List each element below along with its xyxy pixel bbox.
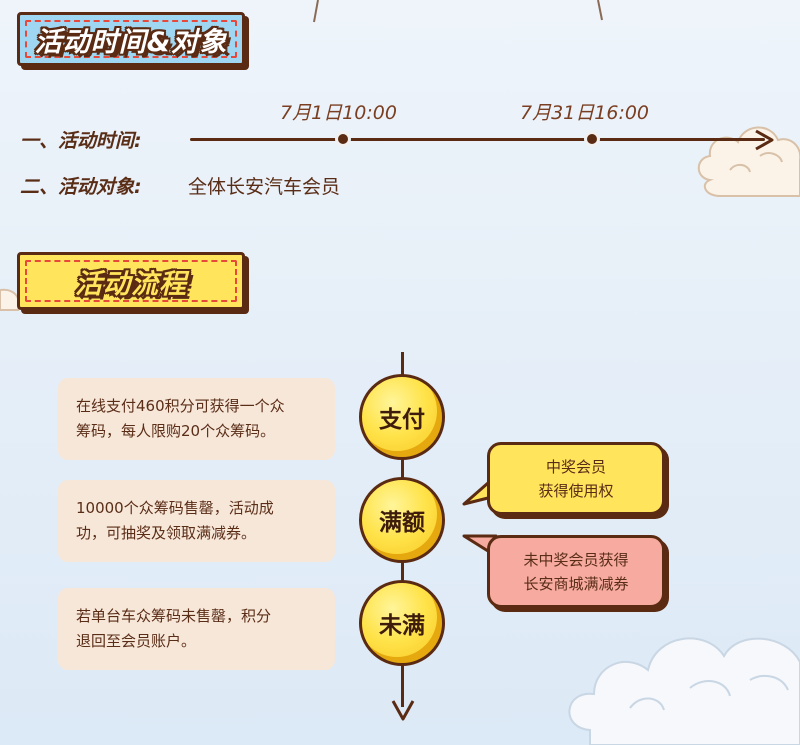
- step-coin-pay-label: 支付: [379, 407, 425, 433]
- process-arrow-down-icon: [391, 700, 415, 721]
- timeline-line: [190, 138, 765, 141]
- step-note-not-full: 若单台车众筹码未售罄，积分 退回至会员账户。: [58, 588, 335, 670]
- step-coin-pay: 支付: [359, 374, 445, 460]
- timeline-start-dot: [335, 131, 351, 147]
- step-note-full-line2: 功，可抽奖及领取满减券。: [76, 524, 257, 542]
- timeline-end-dot: [584, 131, 600, 147]
- time-row-label: 一、活动时间:: [20, 130, 142, 152]
- end-time-label: 7月31日16:00: [520, 102, 650, 124]
- loser-bubble-line2: 长安商城满减券: [523, 574, 629, 593]
- audience-row-label: 二、活动对象:: [20, 176, 142, 198]
- winner-bubble: 中奖会员 获得使用权: [487, 442, 665, 515]
- step-note-pay: 在线支付460积分可获得一个众 筹码，每人限购20个众筹码。: [58, 378, 335, 460]
- time-audience-banner-text: 活动时间&对象: [34, 26, 228, 58]
- loser-bubble: 未中奖会员获得 长安商城满减券: [487, 535, 665, 608]
- timeline-arrow-icon: [755, 129, 774, 151]
- cloud-decoration-bottom-right: [568, 637, 800, 745]
- step-note-not-full-line1: 若单台车众筹码未售罄，积分: [76, 607, 272, 625]
- step-note-pay-line1: 在线支付460积分可获得一个众: [76, 397, 285, 415]
- step-coin-full-label: 满额: [379, 510, 425, 536]
- process-banner: 活动流程: [17, 252, 245, 310]
- winner-bubble-line2: 获得使用权: [538, 481, 614, 500]
- time-audience-banner: 活动时间&对象: [17, 12, 245, 66]
- audience-value: 全体长安汽车会员: [188, 176, 341, 198]
- winner-bubble-line1: 中奖会员: [545, 457, 606, 476]
- step-coin-not-full: 未满: [359, 580, 445, 666]
- process-banner-text: 活动流程: [75, 268, 187, 300]
- hanging-strings-decoration: [313, 0, 603, 23]
- cloud-decoration-top-right: [697, 126, 800, 197]
- step-note-pay-line2: 筹码，每人限购20个众筹码。: [76, 422, 276, 440]
- step-note-full-line1: 10000个众筹码售罄，活动成: [76, 499, 274, 517]
- step-note-full: 10000个众筹码售罄，活动成 功，可抽奖及领取满减券。: [58, 480, 335, 562]
- loser-bubble-line1: 未中奖会员获得: [523, 550, 629, 569]
- step-note-not-full-line2: 退回至会员账户。: [76, 632, 197, 650]
- step-coin-full: 满额: [359, 477, 445, 563]
- start-time-label: 7月1日10:00: [280, 102, 397, 124]
- step-coin-not-full-label: 未满: [379, 613, 425, 639]
